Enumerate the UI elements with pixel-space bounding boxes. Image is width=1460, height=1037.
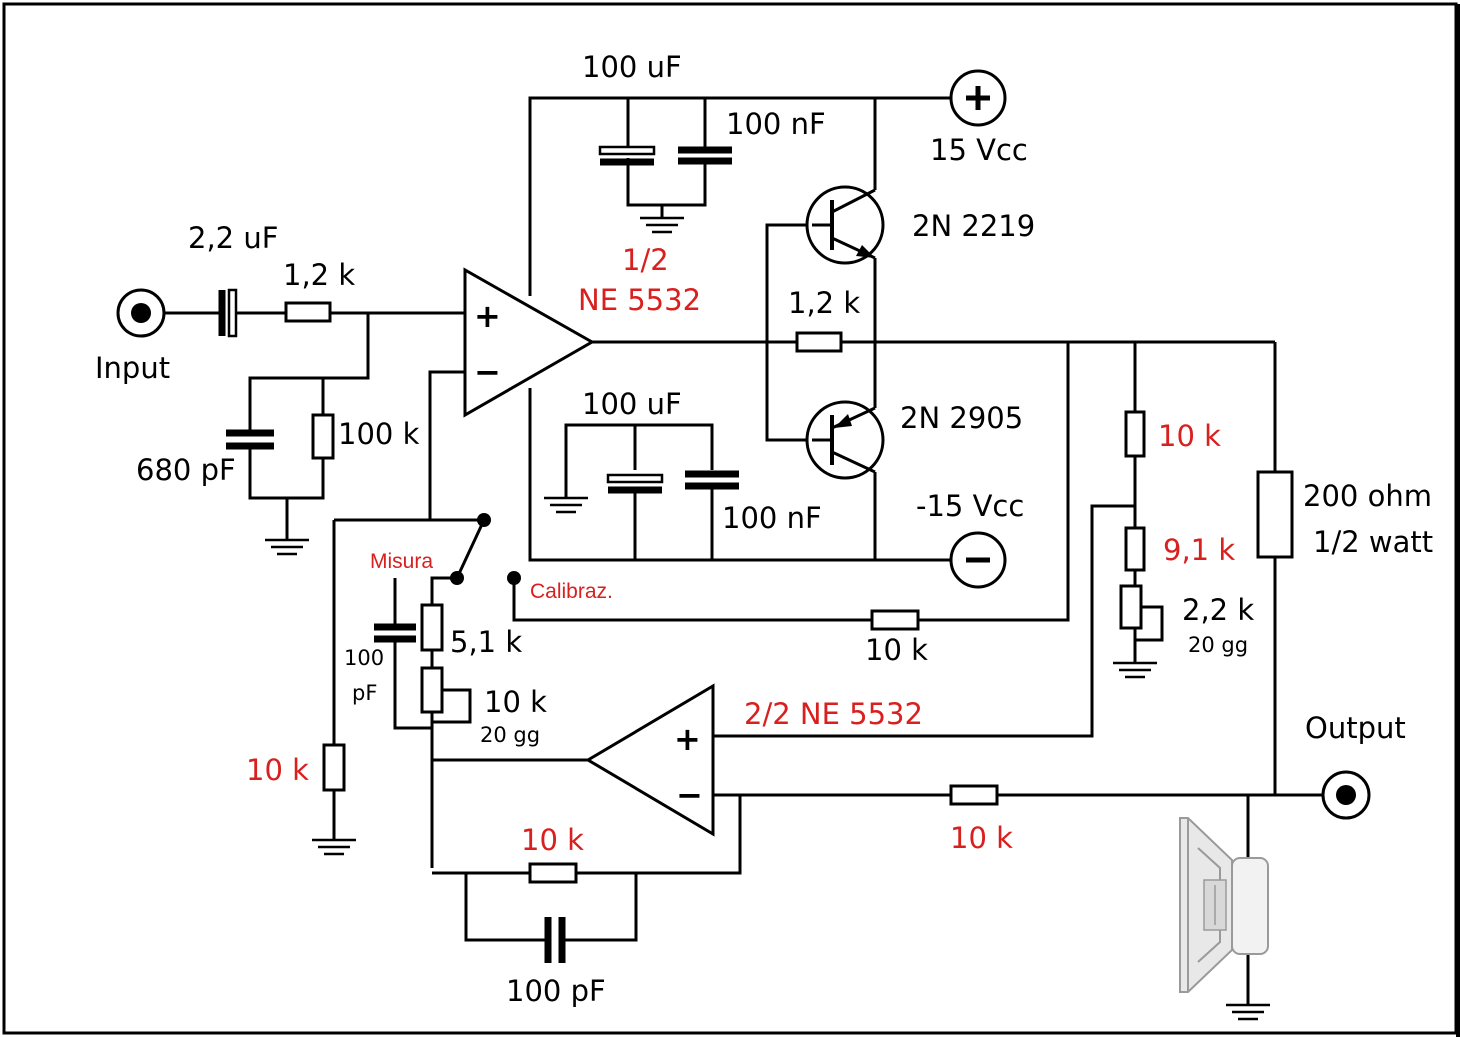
positive-supply-icon: [949, 69, 1007, 127]
cap-100n-top-label: 100 nF: [726, 107, 826, 141]
pot-10k-sub-label: 20 gg: [480, 723, 540, 747]
cap-680p-label: 680 pF: [136, 453, 236, 487]
resistor-51k: [420, 603, 444, 652]
opamp2-label: 2/2 NE 5532: [744, 697, 923, 731]
output-jack-icon: [1321, 770, 1371, 820]
opamp1-label-2: NE 5532: [578, 283, 701, 317]
selector-switch: [455, 519, 486, 579]
input-resistor-label: 1,2 k: [283, 258, 355, 292]
resistor-200ohm-label: 200 ohm: [1303, 479, 1432, 513]
pot-2k2-label: 2,2 k: [1182, 593, 1254, 627]
opamp2-plus: +: [674, 720, 701, 758]
cap-100n-top: [678, 146, 732, 165]
resistor-10k-out: [949, 784, 999, 806]
pot-2k2: [1119, 584, 1164, 642]
ground-icon: [1226, 1003, 1270, 1021]
resistor-10k-fb: [528, 862, 578, 884]
switch-misura-label: Misura: [370, 550, 433, 573]
resistor-200ohm-sub-label: 1/2 watt: [1313, 525, 1433, 559]
cap-100u-top-label: 100 uF: [582, 50, 682, 84]
ground-icon: [312, 838, 356, 856]
cap-100u-bot: [606, 473, 664, 494]
resistor-200ohm: [1256, 470, 1294, 559]
ground-icon: [640, 216, 684, 234]
pot-10k-label: 10 k: [484, 685, 547, 719]
input-cap-label: 2,2 uF: [188, 221, 278, 255]
resistor-10k-calib-label: 10 k: [865, 633, 928, 667]
cap-100n-bot-label: 100 nF: [722, 501, 822, 535]
resistor-10k-calib: [870, 609, 920, 631]
resistor-10k-gnd: [322, 743, 346, 792]
op-amp-icon: [585, 683, 715, 837]
bias-resistor-label: 1,2 k: [788, 286, 860, 320]
resistor-10k-out-label: 10 k: [950, 821, 1013, 855]
opamp1-label-1: 1/2: [622, 243, 669, 277]
resistor-10k-fb-label: 10 k: [521, 823, 584, 857]
q1-label: 2N 2219: [912, 209, 1035, 243]
cap-100u-top: [598, 145, 656, 166]
op-amp-icon: [463, 267, 596, 418]
cap-100p-fb: [544, 917, 566, 963]
pnp-transistor-icon: [805, 400, 885, 480]
cap-680p: [226, 429, 274, 450]
vcc-pos-label: 15 Vcc: [930, 133, 1028, 167]
resistor-10k-div: [1124, 410, 1146, 458]
switch-calib-label: Calibraz.: [530, 580, 613, 603]
q2-label: 2N 2905: [900, 401, 1023, 435]
pot-2k2-sub-label: 20 gg: [1188, 633, 1248, 657]
cap-100n-bot: [685, 470, 739, 490]
cap-100p-fb-label: 100 pF: [506, 974, 606, 1008]
resistor-100k-label: 100 k: [338, 417, 420, 451]
npn-transistor-icon: [805, 185, 885, 265]
resistor-10k-div-label: 10 k: [1158, 419, 1221, 453]
resistor-91k: [1124, 526, 1146, 572]
resistor-100k: [311, 413, 335, 460]
resistor-91k-label: 9,1 k: [1163, 533, 1235, 567]
ground-icon: [1113, 661, 1157, 679]
opamp1-plus: +: [474, 297, 501, 335]
ground-icon: [544, 496, 588, 514]
negative-supply-icon: [949, 531, 1007, 589]
cap-100u-bot-label: 100 uF: [582, 387, 682, 421]
input-jack-icon: [116, 288, 166, 338]
speaker-icon: [1179, 817, 1269, 993]
output-label: Output: [1305, 711, 1406, 745]
pot-10k: [420, 666, 472, 724]
resistor-51k-label: 5,1 k: [450, 625, 522, 659]
input-capacitor: [218, 288, 238, 338]
ground-icon: [265, 538, 309, 556]
input-label: Input: [95, 351, 170, 385]
cap-100p-meas-label-b: pF: [352, 681, 377, 705]
cap-100p-meas: [374, 623, 416, 643]
cap-100p-meas-label-a: 100: [344, 646, 384, 670]
input-resistor: [284, 301, 332, 323]
bias-resistor: [795, 331, 843, 353]
opamp2-minus: −: [676, 776, 703, 814]
resistor-10k-gnd-label: 10 k: [246, 753, 309, 787]
opamp1-minus: −: [474, 353, 501, 391]
vcc-neg-label: -15 Vcc: [916, 489, 1024, 523]
